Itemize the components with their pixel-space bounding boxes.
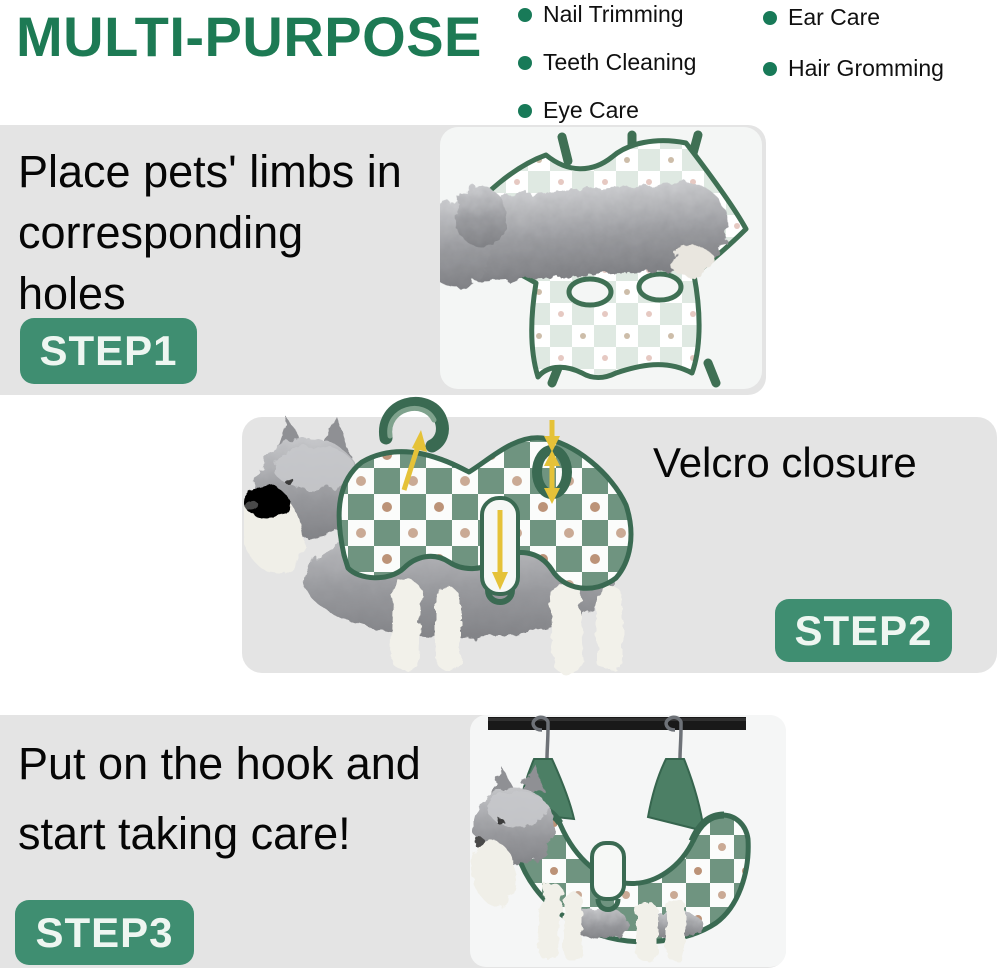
dog-wearing-harness-photo [244, 390, 664, 685]
step1-line: Place pets' limbs in [18, 146, 402, 197]
bullet-dot-icon [518, 7, 532, 22]
sling-trim [688, 811, 725, 843]
harness-handle-strap [379, 396, 449, 453]
dog-legs [390, 579, 622, 675]
bullet-dot-icon [763, 10, 777, 25]
feature-list-column-2: Ear Care Hair Gromming [763, 4, 944, 81]
feature-item: Hair Gromming [763, 55, 944, 81]
bullet-dot-icon [763, 61, 777, 76]
down-arrow-icon [544, 436, 560, 452]
up-arrow-icon [401, 445, 421, 491]
step3-section: Put on the hook and start taking care! S… [0, 715, 786, 968]
hanging-rod [488, 717, 746, 730]
feature-label: Hair Gromming [788, 55, 944, 81]
dog-hanging-illustration [471, 715, 751, 961]
velcro-strip-loop [485, 589, 515, 605]
feature-item: Ear Care [763, 4, 944, 30]
dog-hanging-photo [470, 715, 786, 967]
handle-strap-highlight [387, 406, 437, 439]
step2-badge: STEP2 [775, 599, 952, 662]
feature-item: Teeth Cleaning [518, 49, 697, 75]
dog-head [471, 763, 554, 907]
step2-caption: Velcro closure [653, 439, 917, 486]
velcro-strip-loop [595, 898, 621, 912]
hammock-flat-lay-illustration [440, 130, 749, 388]
leg-hole [636, 271, 684, 303]
step1-instruction: Place pets' limbs in corresponding holes [18, 141, 402, 324]
down-arrow-icon [544, 488, 560, 504]
feature-label: Teeth Cleaning [543, 49, 697, 75]
feature-label: Ear Care [788, 4, 881, 30]
feature-list-column-1: Nail Trimming Teeth Cleaning Eye Care [518, 1, 697, 123]
bullet-dot-icon [518, 103, 532, 118]
leg-hole [566, 276, 614, 308]
velcro-strip [590, 841, 626, 901]
dog-head [244, 416, 362, 575]
feature-item: Eye Care [518, 97, 696, 123]
page-title: MULTI-PURPOSE [16, 5, 482, 68]
bullet-dot-icon [518, 55, 532, 70]
direction-arrows [401, 420, 560, 590]
dog-legs [537, 883, 686, 961]
step3-line: Put on the hook and [18, 738, 421, 789]
step1-badge: STEP1 [20, 318, 197, 384]
dog-harness-illustration [244, 396, 634, 675]
step3-line: start taking care! [18, 808, 351, 859]
step2-section: Velcro closure STEP2 [242, 396, 997, 675]
fur-roll [440, 182, 728, 289]
feature-label: Eye Care [543, 97, 639, 123]
hammock-flat-lay-photo [440, 127, 762, 389]
step3-badge: STEP3 [15, 900, 194, 965]
up-arrow-icon [412, 430, 427, 452]
step1-line: holes [18, 268, 126, 319]
down-arrow-icon [492, 572, 508, 590]
feature-label: Nail Trimming [543, 1, 684, 27]
step1-line: corresponding [18, 207, 304, 258]
step3-instruction: Put on the hook and start taking care! [18, 729, 421, 869]
step1-section: Place pets' limbs in corresponding holes… [0, 125, 766, 395]
up-arrow-icon [544, 450, 560, 466]
feature-item: Nail Trimming [518, 1, 696, 27]
harness-neck-trim [361, 450, 471, 474]
